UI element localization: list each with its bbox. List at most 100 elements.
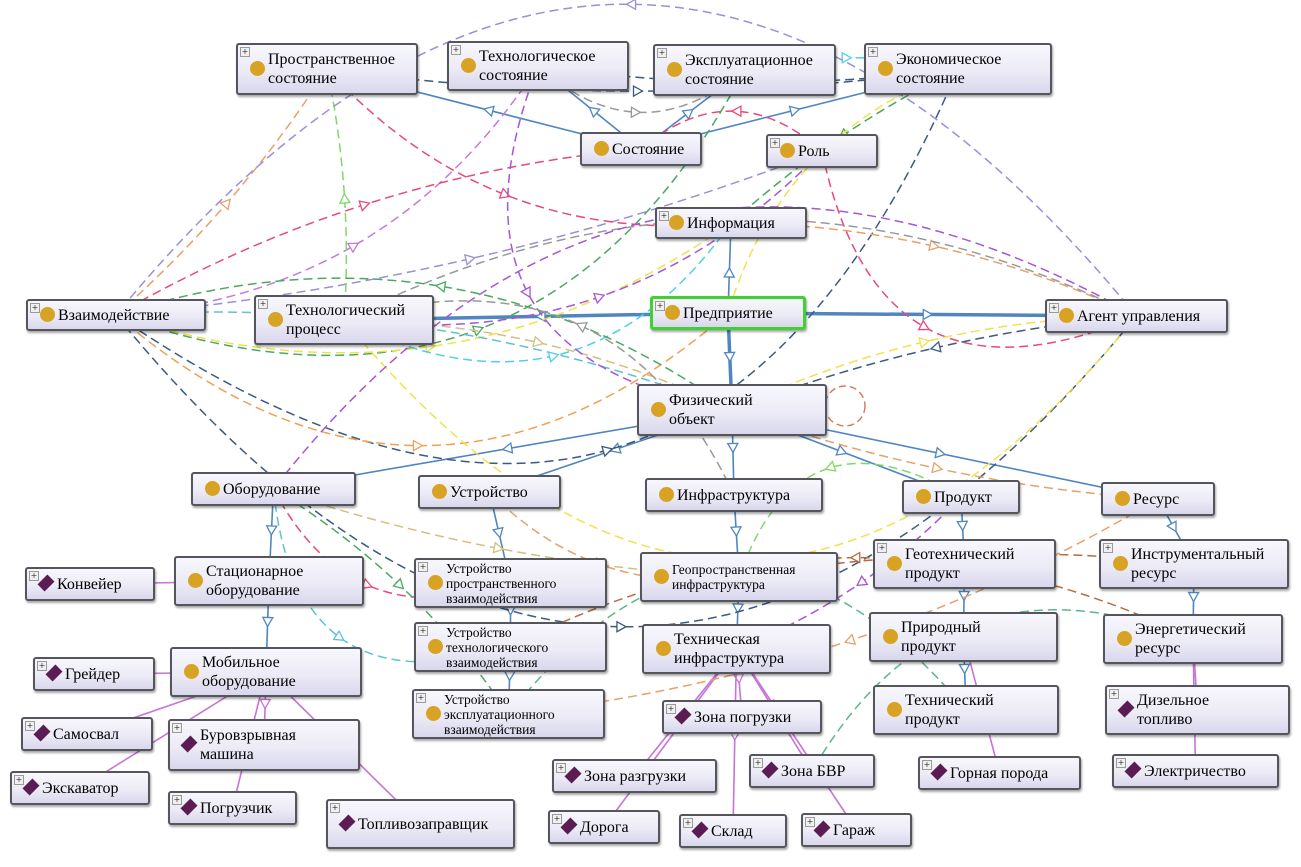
- node-label: Пространственное состояние: [268, 51, 395, 87]
- expand-icon[interactable]: +: [1116, 758, 1126, 768]
- node-product[interactable]: Продукт: [902, 480, 1020, 514]
- node-unloading-zone[interactable]: +Зона разгрузки: [552, 759, 717, 793]
- expand-icon[interactable]: +: [14, 775, 24, 785]
- node-electricity[interactable]: +Электричество: [1112, 754, 1279, 788]
- expand-icon[interactable]: +: [556, 763, 566, 773]
- node-tech-process[interactable]: +Технологический процесс: [254, 295, 434, 345]
- expand-icon[interactable]: +: [172, 795, 182, 805]
- expand-icon[interactable]: +: [868, 47, 878, 57]
- class-circle-icon: [780, 143, 795, 158]
- edge-relation[interactable]: [343, 315, 1138, 561]
- edge-relation[interactable]: [488, 491, 740, 581]
- node-grader[interactable]: +Грейдер: [33, 657, 155, 691]
- expand-icon[interactable]: +: [655, 301, 665, 311]
- node-energy-res[interactable]: Энергетический ресурс: [1103, 614, 1283, 664]
- node-tech-prod[interactable]: Технический продукт: [873, 685, 1059, 735]
- edge-relation[interactable]: [115, 148, 642, 316]
- node-mobile-equip[interactable]: Мобильное оборудование: [170, 647, 362, 697]
- expand-icon[interactable]: +: [1049, 303, 1059, 313]
- node-equipment[interactable]: Оборудование: [191, 472, 356, 506]
- expand-icon[interactable]: +: [29, 571, 39, 581]
- expand-icon[interactable]: +: [922, 760, 932, 770]
- node-resource[interactable]: Ресурс: [1101, 482, 1215, 516]
- node-agent[interactable]: +Агент управления: [1045, 299, 1228, 333]
- expand-icon[interactable]: +: [770, 138, 780, 148]
- node-stat-equip[interactable]: Стационарное оборудование: [174, 556, 364, 606]
- node-loader[interactable]: + Погрузчик: [168, 791, 297, 825]
- expand-icon[interactable]: +: [30, 303, 40, 313]
- class-circle-icon: [594, 141, 609, 156]
- edge-relation[interactable]: [115, 150, 823, 316]
- expand-icon[interactable]: +: [657, 48, 667, 58]
- expand-icon[interactable]: +: [418, 626, 428, 636]
- expand-icon[interactable]: +: [240, 47, 250, 57]
- edge-arrowhead: [726, 442, 739, 454]
- node-warehouse[interactable]: +Склад: [679, 814, 787, 848]
- node-geo-infra[interactable]: Геопространственная инфраструктура: [640, 552, 838, 602]
- expand-icon[interactable]: +: [451, 45, 461, 55]
- edge-relation[interactable]: [115, 68, 959, 465]
- edge-self-loop[interactable]: [824, 385, 866, 427]
- node-infra[interactable]: Инфраструктура: [645, 478, 823, 512]
- node-natural-prod[interactable]: Природный продукт: [869, 612, 1058, 662]
- edge-instance[interactable]: [735, 648, 858, 831]
- expand-icon[interactable]: +: [258, 299, 268, 309]
- edge-relation[interactable]: [115, 68, 328, 316]
- edge-relation[interactable]: [727, 68, 959, 314]
- individual-diamond-icon: [761, 761, 779, 779]
- node-instr-res[interactable]: +Инструментальный ресурс: [1099, 539, 1289, 589]
- node-conveyor[interactable]: +Конвейер: [25, 567, 155, 601]
- node-drill-machine[interactable]: +Буровзрывная машина: [168, 719, 360, 771]
- expand-icon[interactable]: +: [805, 817, 815, 827]
- expand-icon[interactable]: +: [1109, 689, 1119, 699]
- node-label: Погрузчик: [200, 799, 273, 817]
- edge-instance[interactable]: [603, 648, 738, 828]
- node-tech-state[interactable]: +Технологическое состояние: [447, 41, 629, 91]
- expand-icon[interactable]: +: [1103, 543, 1113, 553]
- node-excavator[interactable]: +Экскаватор: [10, 771, 150, 805]
- edge-relation[interactable]: [115, 65, 539, 316]
- node-oper-state[interactable]: +Эксплуатационное состояние: [653, 44, 836, 96]
- expand-icon[interactable]: +: [659, 211, 669, 221]
- expand-icon[interactable]: +: [877, 543, 887, 553]
- expand-icon[interactable]: +: [172, 723, 182, 733]
- node-phys-obj[interactable]: Физический объект: [637, 384, 827, 436]
- node-bvr-zone[interactable]: +Зона БВР: [749, 754, 875, 788]
- node-road[interactable]: +Дорога: [548, 810, 660, 844]
- node-state[interactable]: Состояние: [580, 132, 702, 166]
- node-econ-state[interactable]: +Экономическое состояние: [864, 43, 1052, 95]
- node-fuel-truck[interactable]: +Топливозаправщик: [326, 799, 515, 849]
- node-loading-zone[interactable]: +Зона погрузки: [662, 700, 822, 734]
- node-spatial-state[interactable]: + Пространственное состояние: [236, 43, 418, 95]
- node-dev-tech[interactable]: + Устройство технологического взаимодейст…: [414, 622, 607, 672]
- node-dev-oper[interactable]: +Устройство эксплуатационного взаимодейс…: [412, 689, 605, 739]
- node-label: Устройство технологического взаимодейств…: [446, 624, 549, 670]
- node-diesel[interactable]: +Дизельное топливо: [1105, 685, 1290, 735]
- node-label: Геотехнический продукт: [905, 546, 1015, 582]
- node-role[interactable]: +Роль: [766, 134, 878, 168]
- expand-icon[interactable]: +: [416, 693, 426, 703]
- expand-icon[interactable]: +: [666, 704, 676, 714]
- node-device[interactable]: Устройство: [418, 475, 561, 509]
- expand-icon[interactable]: +: [330, 803, 340, 813]
- node-info[interactable]: +Информация: [655, 207, 807, 239]
- expand-icon[interactable]: +: [25, 721, 35, 731]
- expand-icon[interactable]: +: [683, 818, 693, 828]
- node-interaction[interactable]: +Взаимодействие: [26, 299, 206, 331]
- expand-icon[interactable]: +: [552, 814, 562, 824]
- node-dev-spatial[interactable]: +Устройство пространственного взаимодейс…: [414, 558, 607, 608]
- expand-icon[interactable]: +: [37, 661, 47, 671]
- node-garage[interactable]: +Гараж: [801, 813, 912, 847]
- expand-icon[interactable]: +: [753, 758, 763, 768]
- node-dump-truck[interactable]: +Самосвал: [21, 717, 153, 751]
- node-rock[interactable]: +Горная порода: [918, 756, 1081, 790]
- expand-icon[interactable]: +: [418, 562, 428, 572]
- node-tech-infra[interactable]: Техническая инфраструктура: [642, 624, 831, 674]
- edge-relation[interactable]: [510, 556, 1194, 648]
- node-geotech-prod[interactable]: + Геотехнический продукт: [873, 539, 1056, 589]
- edge-relation[interactable]: [115, 69, 746, 357]
- node-enterprise[interactable]: +Предприятие: [650, 296, 806, 330]
- edge-relation[interactable]: [272, 206, 1137, 490]
- edge-relation[interactable]: [273, 488, 510, 715]
